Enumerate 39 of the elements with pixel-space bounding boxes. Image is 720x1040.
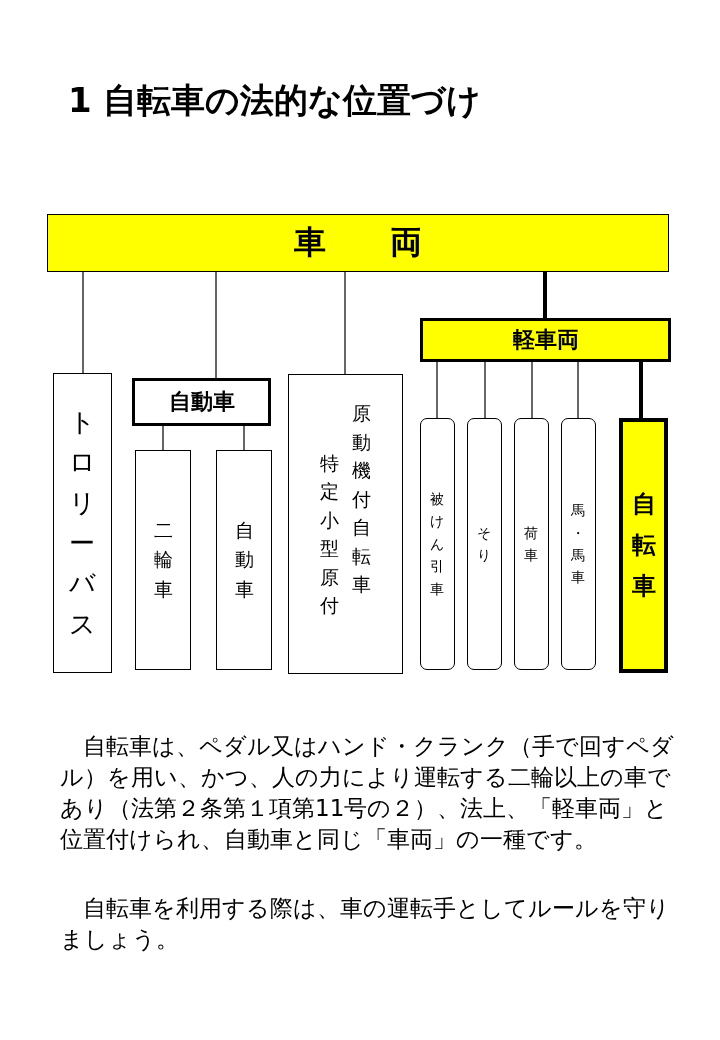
connector-line — [639, 362, 643, 418]
vertical-label: 特定小型原付 — [320, 450, 340, 618]
connector-line — [436, 361, 438, 419]
category-box — [561, 418, 596, 670]
category-banner — [47, 214, 669, 272]
box-heading: 車 両 — [294, 222, 422, 263]
vertical-label: 自動車 — [234, 517, 254, 602]
body-paragraph: 自転車は、ペダル又はハンド・クランク（手で回すペダル）を用い、かつ、人の力により運転する二輪以上の車であり（法第２条第１項第11号の２）、法上、「軽車両」と位置付けられ、自動車と同じ「車両」の一種です。 — [60, 732, 675, 854]
connector-line — [543, 272, 547, 318]
vertical-label: 荷車 — [524, 523, 539, 565]
category-box — [216, 450, 272, 670]
connector-line — [484, 361, 486, 419]
vertical-label: 馬・馬車 — [571, 501, 586, 588]
connector-line — [82, 271, 84, 374]
box-heading: 軽車両 — [512, 326, 579, 354]
body-paragraph: 自転車を利用する際は、車の運転手としてルールを守りましょう。 — [60, 894, 671, 954]
connector-line — [531, 361, 533, 419]
vertical-label: そり — [477, 523, 492, 565]
connector-line — [215, 271, 217, 379]
vertical-label: 二輪車 — [153, 517, 173, 602]
vertical-label: 被けん引車 — [430, 490, 445, 599]
box-heading: 自動車 — [168, 388, 235, 416]
category-banner — [420, 318, 671, 362]
category-box — [132, 378, 271, 426]
vertical-label: トロリーバス — [69, 406, 96, 641]
vertical-label: 自転車 — [631, 489, 656, 602]
connector-line — [243, 425, 245, 451]
highlight-box — [619, 418, 668, 673]
connector-line — [344, 271, 346, 375]
category-box — [135, 450, 191, 670]
title: 1 自転車の法的な位置づけ — [68, 79, 482, 122]
connector-line — [162, 425, 164, 451]
connector-line — [577, 361, 579, 419]
category-box — [288, 374, 403, 674]
category-box — [53, 373, 112, 673]
category-box — [514, 418, 549, 670]
vertical-label: 原動機付自転車 — [351, 401, 371, 598]
category-box — [467, 418, 502, 670]
category-box — [420, 418, 455, 670]
